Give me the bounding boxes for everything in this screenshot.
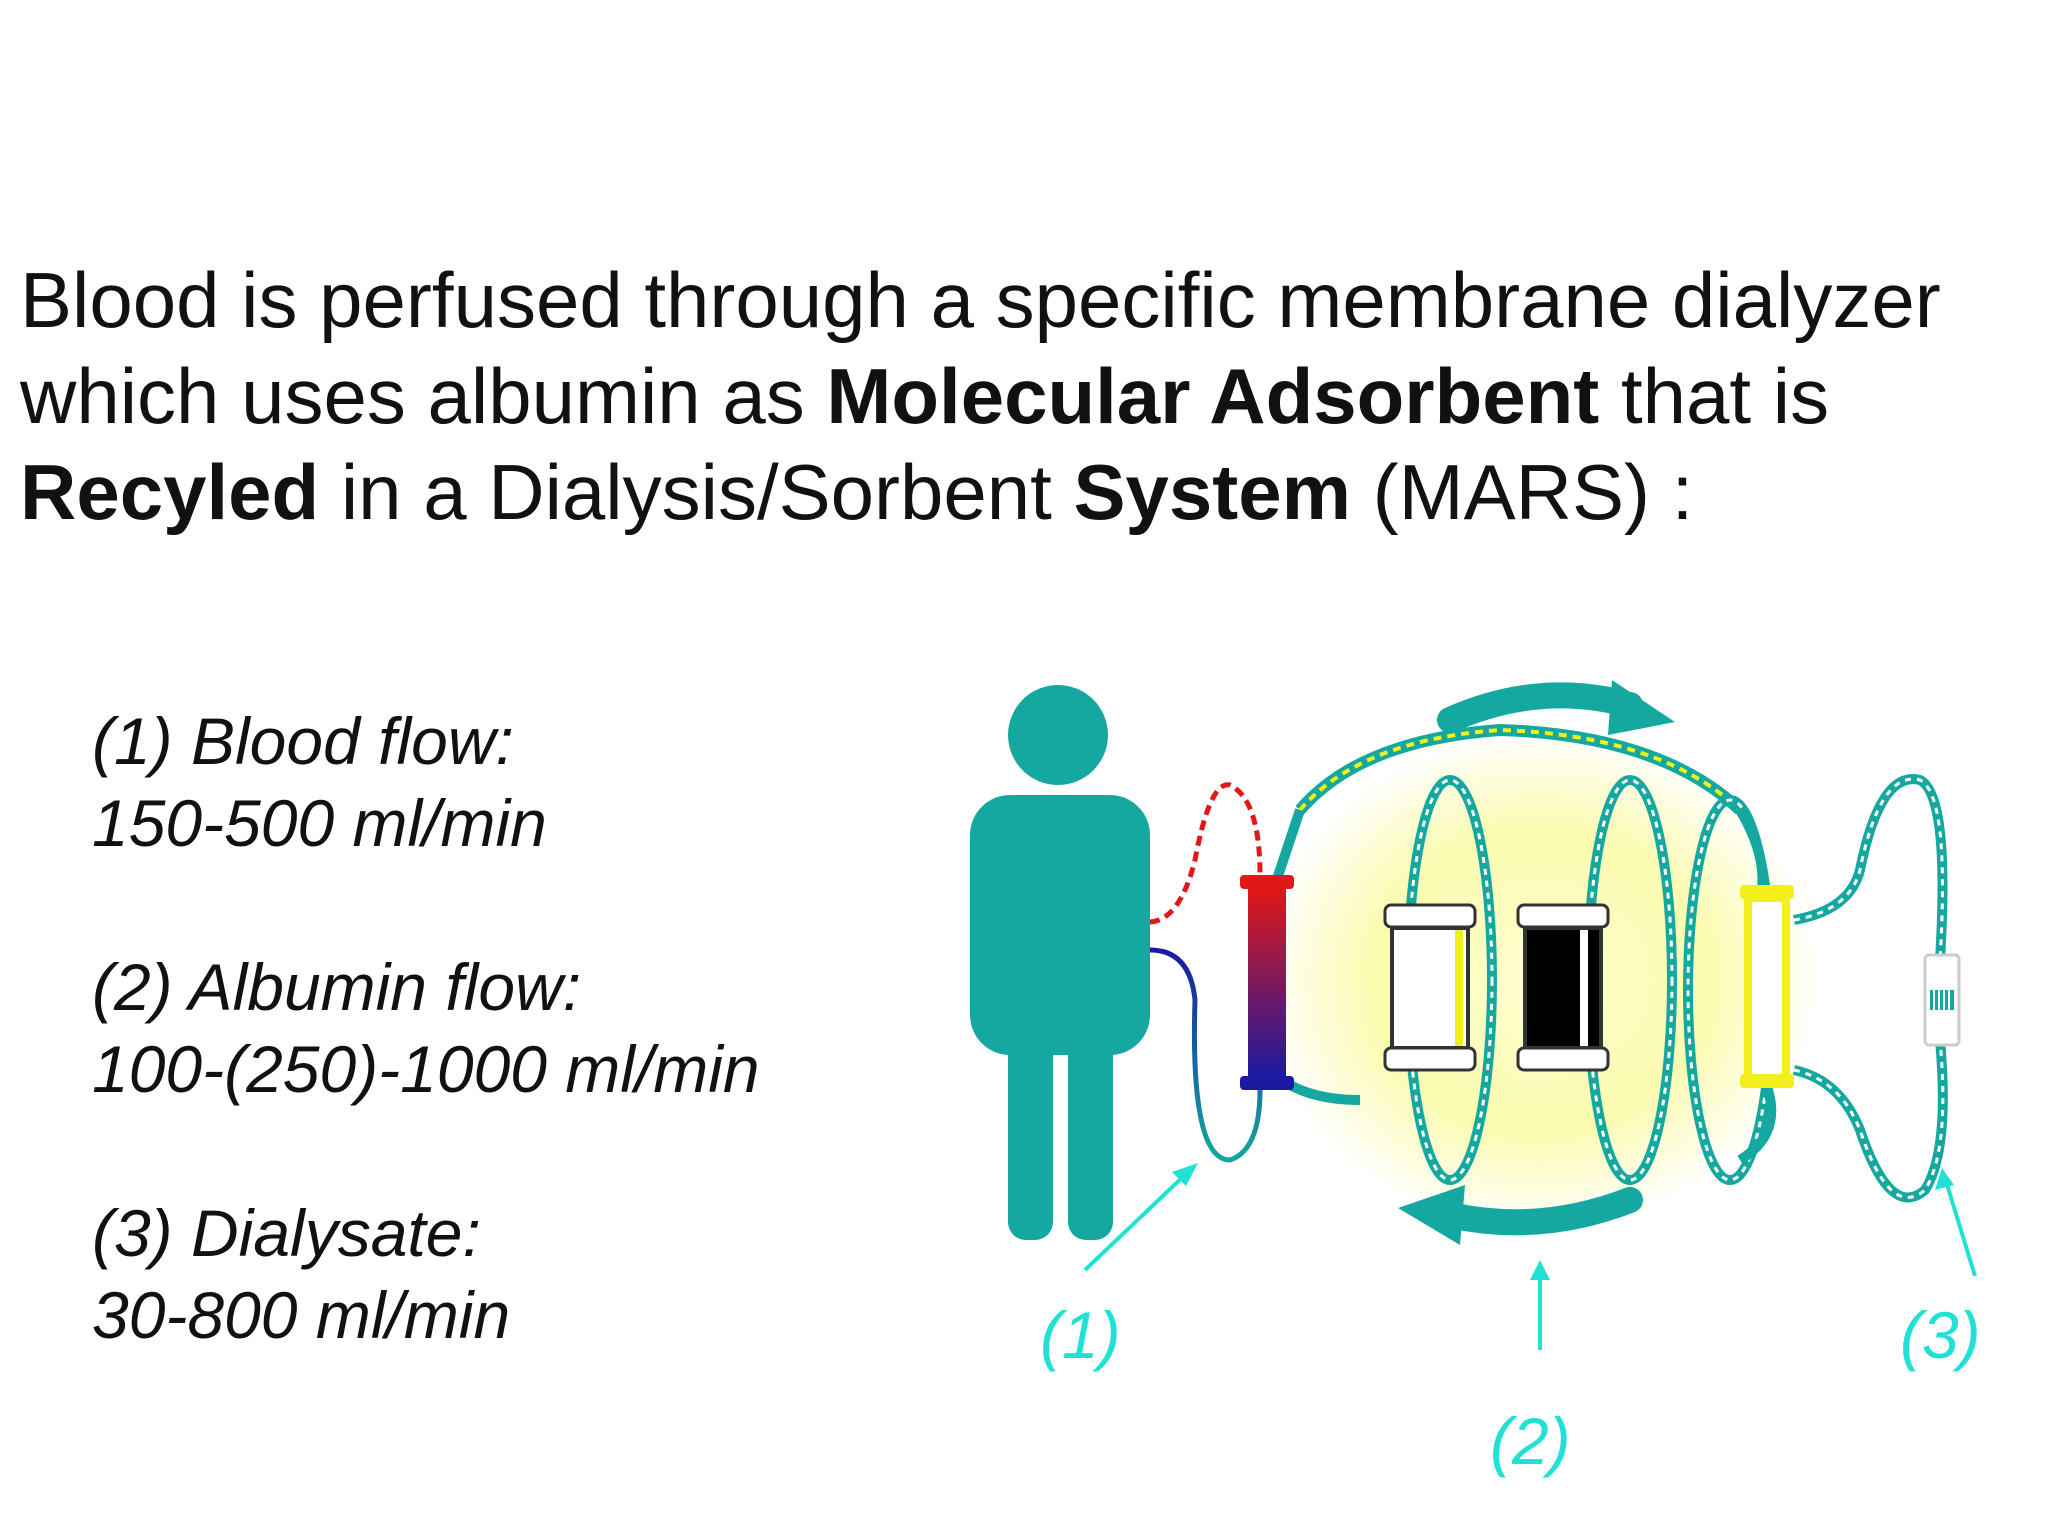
intro-bold-recyled: Recyled xyxy=(20,448,320,536)
flow-item-blood: (1) Blood flow: 150-500 ml/min xyxy=(92,700,760,864)
marker-arrows xyxy=(1083,1170,1977,1350)
person-icon xyxy=(970,685,1150,1240)
flow-value-albumin: 100-(250)-1000 ml/min xyxy=(92,1032,760,1106)
marker-label-2: (2) xyxy=(1490,1404,1571,1478)
intro-part-3: in a Dialysis/Sorbent xyxy=(319,448,1074,536)
anion-exchanger-column xyxy=(1516,903,1610,1072)
flow-direction-arrow-bottom xyxy=(1398,1185,1643,1245)
intro-part-4: (MARS) : xyxy=(1351,448,1694,536)
charcoal-adsorber-column xyxy=(1383,903,1477,1072)
intro-part-1: Blood is perfused through a specific mem… xyxy=(20,256,1941,440)
flow-item-dialysate: (3) Dialysate: 30-800 ml/min xyxy=(92,1192,760,1356)
flow-title-albumin: (2) Albumin flow: xyxy=(92,950,582,1024)
marker-label-1: (1) xyxy=(1040,1298,1121,1372)
flow-value-dialysate: 30-800 ml/min xyxy=(92,1278,511,1352)
flow-title-blood: (1) Blood flow: xyxy=(92,704,514,778)
marker-label-3: (3) xyxy=(1900,1298,1981,1372)
dialysate-cartridge xyxy=(1923,953,1961,1047)
intro-part-2: that is xyxy=(1599,352,1830,440)
dialysis-filter xyxy=(1740,885,1794,1088)
flow-item-albumin: (2) Albumin flow: 100-(250)-1000 ml/min xyxy=(92,946,760,1110)
intro-text: Blood is perfused through a specific mem… xyxy=(20,252,2030,540)
intro-bold-molecular-adsorbent: Molecular Adsorbent xyxy=(826,352,1600,440)
mars-flux-dialyzer xyxy=(1240,875,1294,1090)
mars-circuit-diagram xyxy=(970,680,1977,1350)
intro-bold-system: System xyxy=(1073,448,1352,536)
flow-title-dialysate: (3) Dialysate: xyxy=(92,1196,481,1270)
dialysate-circuit-loop xyxy=(1792,774,1948,1203)
flow-direction-arrow-top xyxy=(1437,680,1675,735)
flow-value-blood: 150-500 ml/min xyxy=(92,786,547,860)
flow-rates-list: (1) Blood flow: 150-500 ml/min (2) Album… xyxy=(92,700,760,1438)
blood-circuit-lines xyxy=(1149,782,1263,1163)
